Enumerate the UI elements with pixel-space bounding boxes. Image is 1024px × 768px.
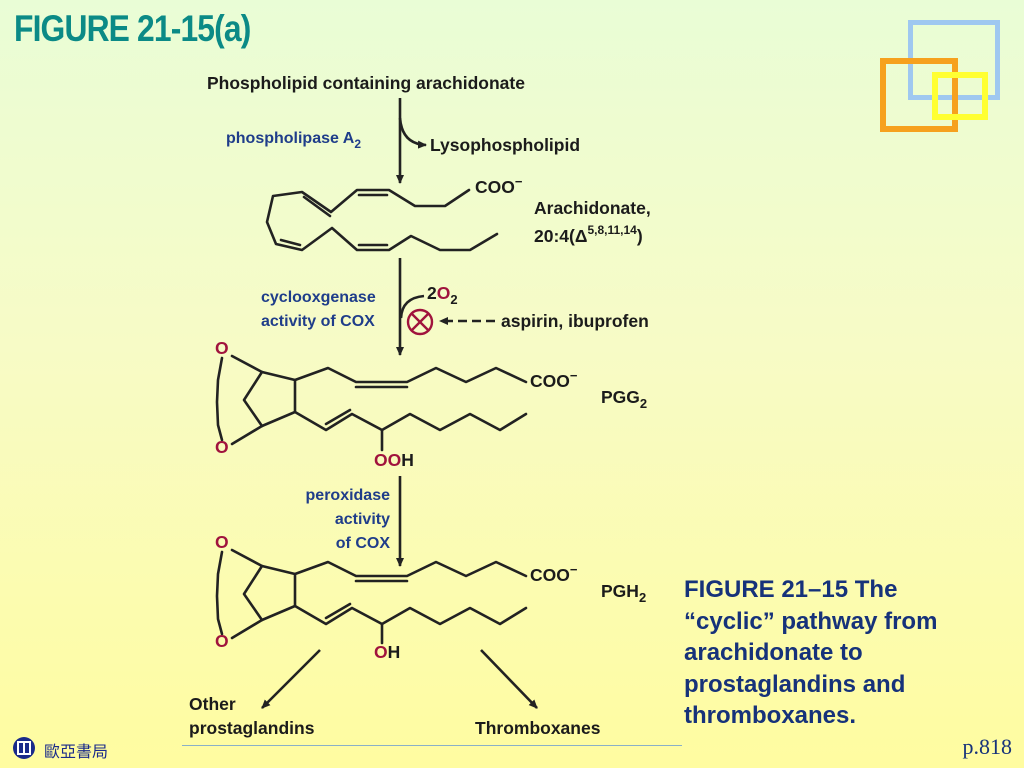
cox-label-line2: activity of COX [261,313,375,330]
other-prostaglandins-line2: prostaglandins [189,718,315,738]
footer-divider [182,745,682,746]
pgh2-ring-o-top: O [215,532,229,552]
lysophospholipid-branch-arrow [398,117,427,149]
pgg2-ooh-label: OOH [374,450,414,470]
phospholipid-label: Phospholipid containing arachidonate [207,73,525,93]
thromboxanes-label: Thromboxanes [475,718,601,738]
peroxidase-label-line1: peroxidase [306,487,391,504]
decor-square-orange [880,58,958,132]
slide-title: FIGURE 21-15(a) [14,8,251,49]
decor-square-yellow [932,72,988,120]
o2-input-arrow [399,294,425,319]
arachidonate-notation-label: 20:4(Δ5,8,11,14) [534,223,643,246]
o2-label: 2O2 [427,283,458,307]
page-number: p.818 [962,734,1013,759]
other-prostaglandins-line1: Other [189,694,236,714]
cox-label-line1: cyclooxgenase [261,289,376,306]
peroxidase-label-line2: activity [335,511,390,528]
pgh2-coo-label: COO− [530,562,578,585]
thromboxanes-arrow [480,649,538,709]
pgg2-ring-o-top: O [215,338,229,358]
pgg2-structure [215,354,528,452]
arachidonate-structure [265,188,499,252]
phospholipase-label: phospholipase A2 [226,130,361,151]
publisher-logo-icon [13,737,35,759]
pgg2-coo-label: COO− [530,368,578,391]
publisher-name: 歐亞書局 [44,742,109,761]
pgh2-ring-o-bottom: O [215,631,229,651]
peroxidase-label-line3: of COX [336,535,391,552]
figure-caption: FIGURE 21–15 The “cyclic” pathway from a… [684,576,938,729]
pgh2-label: PGH2 [601,581,646,605]
pgh2-oh-label: OH [374,642,400,662]
inhibitors-label: aspirin, ibuprofen [501,311,649,331]
lysophospholipid-label: Lysophospholipid [430,135,580,155]
pgg2-label: PGG2 [601,387,647,411]
arachidonate-name-label: Arachidonate, [534,198,651,218]
arachidonate-coo-label: COO− [475,174,523,197]
other-prostaglandins-arrow [261,649,321,709]
pgh2-structure [215,548,528,645]
inhibition-circle-icon [406,308,434,336]
pgg2-ring-o-bottom: O [215,437,229,457]
